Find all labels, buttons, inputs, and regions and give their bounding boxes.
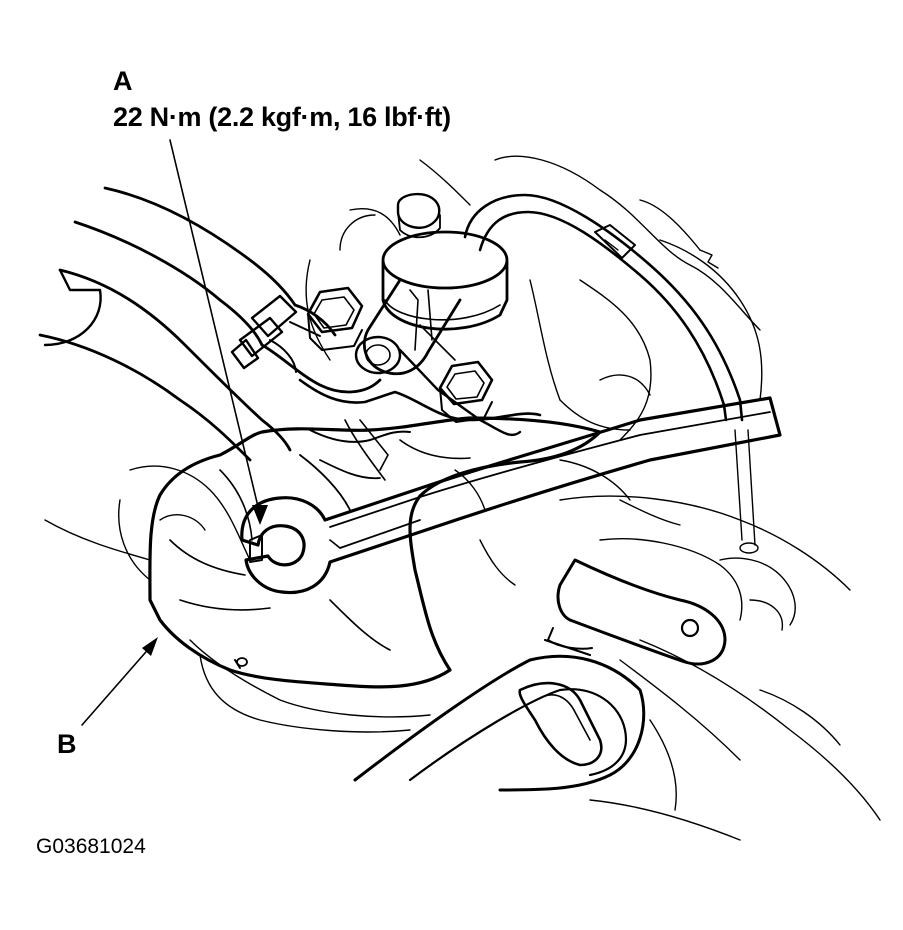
figure-id: G03681024 (36, 835, 146, 858)
pressure-regulator (356, 232, 520, 435)
hoses (40, 188, 380, 460)
loop-bracket (355, 656, 644, 790)
shop-rag (150, 418, 600, 687)
wrench (242, 398, 780, 593)
engine-block (45, 156, 880, 840)
bolt-top (398, 194, 440, 237)
mounting-bracket (300, 380, 540, 510)
bolt-lower-right (440, 362, 492, 422)
bolt-upper-left (308, 288, 362, 350)
hose-clamp (232, 296, 320, 372)
callout-b-leader (82, 637, 158, 725)
callout-a-leader (170, 140, 268, 525)
callout-a-torque-spec: 22 N·m (2.2 kgf·m, 16 lbf·ft) (113, 102, 451, 132)
fuel-line (465, 195, 742, 420)
lower-arm (545, 560, 725, 664)
callout-b-letter: B (57, 729, 77, 759)
callout-a-letter: A (113, 66, 133, 96)
